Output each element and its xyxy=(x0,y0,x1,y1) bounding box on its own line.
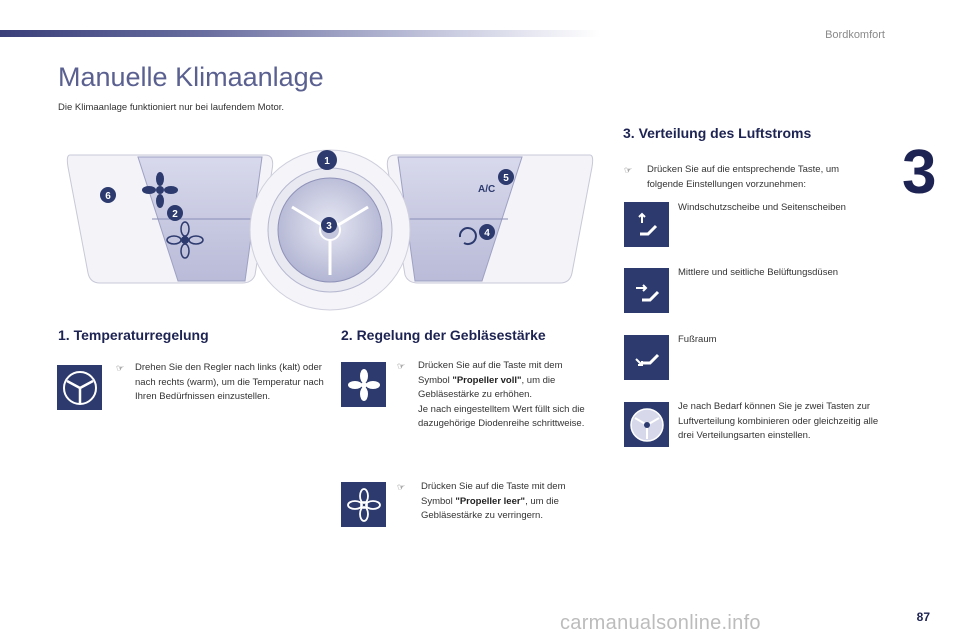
option-footwell: Fußraum xyxy=(678,334,717,345)
windscreen-airflow-icon xyxy=(624,202,669,247)
heading-fan-speed: 2. Regelung der Gebläsestärke xyxy=(341,327,546,343)
svg-text:3: 3 xyxy=(326,221,332,232)
temperature-text: Drehen Sie den Regler nach links (kalt) … xyxy=(135,362,324,402)
chapter-number: 3 xyxy=(902,138,937,207)
climate-panel-illustration: A/C 1 2 3 4 5 6 xyxy=(66,149,594,311)
fan-empty-icon xyxy=(341,482,386,527)
fan-decrease-text: Drücken Sie auf die Taste mit dem Symbol… xyxy=(421,481,566,521)
page-title: Manuelle Klimaanlage xyxy=(58,62,324,92)
bullet-marker: ☞ xyxy=(624,165,633,175)
distribution-intro: Drücken Sie auf die entsprechende Taste,… xyxy=(647,164,840,190)
page-number: 87 xyxy=(916,610,930,624)
footwell-airflow-icon xyxy=(624,335,669,380)
option-combined: Je nach Bedarf können Sie je zwei Tasten… xyxy=(678,401,879,441)
svg-text:1: 1 xyxy=(324,156,330,167)
bullet-marker: ☞ xyxy=(397,482,406,492)
svg-text:6: 6 xyxy=(105,191,111,202)
intro-text: Die Klimaanlage funktioniert nur bei lau… xyxy=(58,102,285,113)
option-vents: Mittlere und seitliche Belüftungsdüsen xyxy=(678,267,839,278)
option-windscreen: Windschutzscheibe und Seitenscheiben xyxy=(678,202,846,213)
bullet-marker: ☞ xyxy=(397,361,406,371)
combined-airflow-icon xyxy=(624,402,669,447)
vents-airflow-icon xyxy=(624,268,669,313)
header-bar xyxy=(0,30,600,37)
svg-text:4: 4 xyxy=(484,228,490,239)
svg-text:5: 5 xyxy=(503,173,509,184)
heading-temperature: 1. Temperaturregelung xyxy=(58,327,209,343)
svg-text:A/C: A/C xyxy=(478,184,495,195)
section-name: Bordkomfort xyxy=(825,29,885,41)
bullet-marker: ☞ xyxy=(116,363,125,373)
fan-full-icon xyxy=(341,362,386,407)
knob-icon xyxy=(57,365,102,410)
heading-air-distribution: 3. Verteilung des Luftstroms xyxy=(623,125,812,141)
fan-increase-text: Drücken Sie auf die Taste mit dem Symbol… xyxy=(418,360,585,429)
svg-text:2: 2 xyxy=(172,209,178,220)
watermark: carmanualsonline.info xyxy=(560,612,761,634)
